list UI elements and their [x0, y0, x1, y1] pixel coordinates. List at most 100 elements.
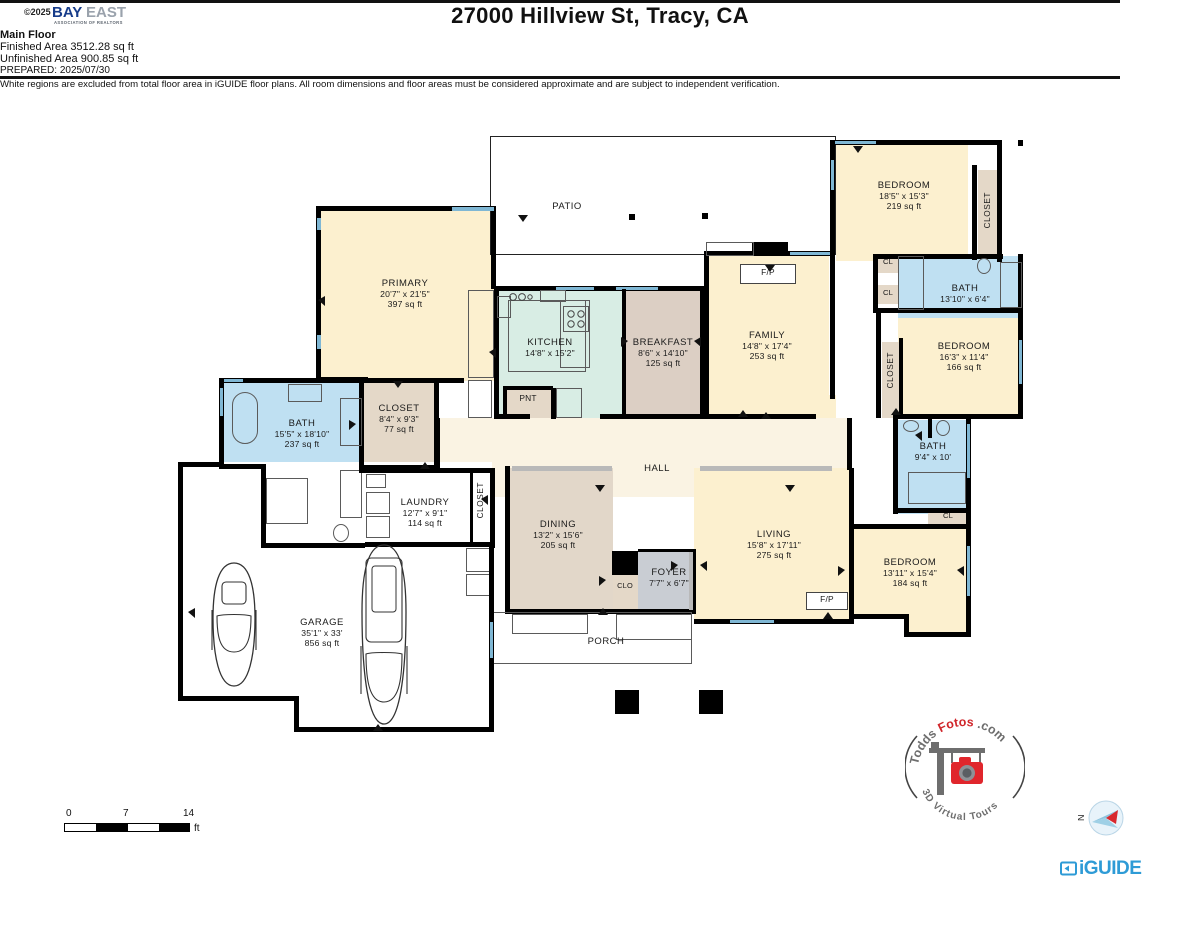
- wall-br3-top: [849, 524, 971, 529]
- wall-br1-left: [830, 140, 835, 258]
- vanity-master-a: [340, 398, 362, 446]
- floor-label: Main Floor: [0, 29, 56, 41]
- label-laundry: LAUNDRY 12'7" x 9'1" 114 sq ft: [400, 497, 450, 529]
- wall-primary-top: [316, 206, 496, 211]
- label-foyer: FOYER 7'7" x 6'7": [649, 567, 689, 589]
- scale-tick-0: 0: [66, 808, 72, 819]
- label-breakfast: BREAKFAST 8'6" x 14'10" 125 sq ft: [632, 337, 694, 369]
- wall-pantry-left: [503, 388, 507, 418]
- closet-bedroom-2: [882, 342, 902, 418]
- kitchen-cab-left: [497, 296, 511, 318]
- wall-foyer-blackblock: [612, 551, 638, 575]
- room-bedroom-3: [852, 528, 968, 618]
- kitchen-sink: [540, 290, 566, 302]
- footer-divider: [0, 76, 1120, 79]
- label-master-closet: CLOSET 8'4" x 9'3" 77 sq ft: [378, 403, 420, 435]
- window-mbath-left: [220, 388, 223, 416]
- label-pantry: PNT: [519, 393, 537, 403]
- patio-post-2: [702, 213, 708, 219]
- window-kitchen-top-b: [616, 287, 658, 290]
- wall-mbath-botleft: [219, 464, 265, 469]
- pantry-fixture: [556, 388, 582, 418]
- wall-bath2-bottom: [893, 508, 971, 513]
- photographer-logo: Todds Fotos .com 3D Virtual Tours: [904, 712, 1026, 823]
- page-title: 27000 Hillview St, Tracy, CA: [451, 3, 749, 28]
- toilet-master: [333, 524, 349, 542]
- kitchen-island: [508, 300, 586, 372]
- front-column-2: [699, 690, 723, 714]
- wall-kitchen-bottom-c: [600, 414, 630, 419]
- window-primary-left-a: [317, 218, 321, 230]
- wall-bath1-right: [1018, 254, 1023, 312]
- svg-text:N: N: [1078, 815, 1086, 822]
- room-bedroom-1: [836, 143, 968, 261]
- patio-post-1: [629, 214, 635, 220]
- window-br1-left: [831, 160, 834, 190]
- wall-primary-right: [491, 206, 496, 289]
- room-bedroom-3-notch: [904, 614, 968, 636]
- shower-master: [266, 478, 308, 524]
- label-hall: HALL: [644, 463, 670, 474]
- label-primary: PRIMARY 20'7" x 21'5" 397 sq ft: [380, 278, 430, 310]
- label-fireplace-family: F/P: [761, 267, 775, 277]
- wall-foyer-right: [692, 549, 696, 612]
- closet-cl-c: [928, 508, 968, 528]
- kitchen-counter-right: [560, 300, 590, 368]
- window-br3-right: [967, 546, 970, 596]
- label-kitchen: KITCHEN 14'8" x 15'2": [525, 337, 575, 359]
- finished-area-text: Finished Area 3512.28 sq ft: [0, 41, 134, 53]
- wall-foyer-bottom: [612, 609, 696, 614]
- wall-breakfast-left: [622, 289, 626, 419]
- svg-text:EAST: EAST: [86, 4, 126, 21]
- mls-logo: ©2025 BAY EAST ASSOCIATION OF REALTORS: [24, 2, 136, 28]
- wall-kitchen-bottom-b: [551, 388, 556, 419]
- water-heater: [466, 548, 490, 572]
- room-patio: [490, 136, 835, 254]
- svg-text:BAY: BAY: [52, 4, 82, 21]
- closet-cl-b: [877, 285, 899, 304]
- wall-garage-bottom-a: [178, 696, 298, 701]
- window-kitchen-top-a: [556, 287, 594, 290]
- wall-kitchen-top: [494, 286, 706, 291]
- wall-br1-top: [830, 140, 1002, 145]
- hearth-family: [706, 242, 754, 256]
- iguide-brand: iGUIDE: [1060, 858, 1142, 880]
- wall-family-bottom: [704, 414, 816, 419]
- sink-bath2: [903, 420, 919, 432]
- compass-rose: N: [1076, 790, 1128, 840]
- label-cl-a: CL: [882, 257, 894, 266]
- wall-mbath-left: [219, 378, 224, 468]
- window-br2-right: [1019, 340, 1022, 384]
- porch-step-a: [512, 614, 588, 634]
- svg-text:.com: .com: [976, 717, 1009, 745]
- wall-br2-bottom: [893, 414, 1023, 419]
- wall-foyer-top: [638, 549, 696, 552]
- vanity-master-b: [340, 470, 362, 518]
- svg-text:©2025: ©2025: [24, 7, 51, 17]
- wall-br2-closetwall: [899, 338, 903, 418]
- scale-seg-1: [96, 824, 128, 831]
- label-garage: GARAGE 35'1" x 33' 856 sq ft: [300, 617, 344, 649]
- room-dining: [508, 468, 613, 612]
- room-bath-2: [898, 420, 970, 514]
- svg-text:ASSOCIATION OF REALTORS: ASSOCIATION OF REALTORS: [54, 20, 123, 25]
- wall-dining-left: [505, 466, 510, 614]
- label-closet-bedroom-1: CLOSET: [983, 192, 992, 229]
- dryer: [366, 516, 390, 538]
- wall-mbath-top: [219, 378, 464, 383]
- header-divider: [0, 0, 1120, 3]
- kitchen-tall-cab: [468, 290, 494, 378]
- room-family-notch: [814, 395, 836, 418]
- car-left-icon: [211, 562, 257, 687]
- wall-kitchen-left: [494, 286, 499, 418]
- car-right-icon: [360, 544, 408, 725]
- window-living-bottom: [730, 620, 774, 623]
- wall-living-right: [849, 468, 854, 624]
- wall-br3-bottom3: [904, 614, 909, 636]
- kitchen-fridge: [468, 380, 492, 418]
- cooktop-icon: [563, 306, 589, 332]
- label-bedroom-1: BEDROOM 18'5" x 15'3" 219 sq ft: [877, 180, 931, 212]
- wall-br1-closetwall: [972, 165, 977, 260]
- wall-br2-left: [876, 312, 881, 418]
- wall-mbath-leftjog: [261, 464, 266, 548]
